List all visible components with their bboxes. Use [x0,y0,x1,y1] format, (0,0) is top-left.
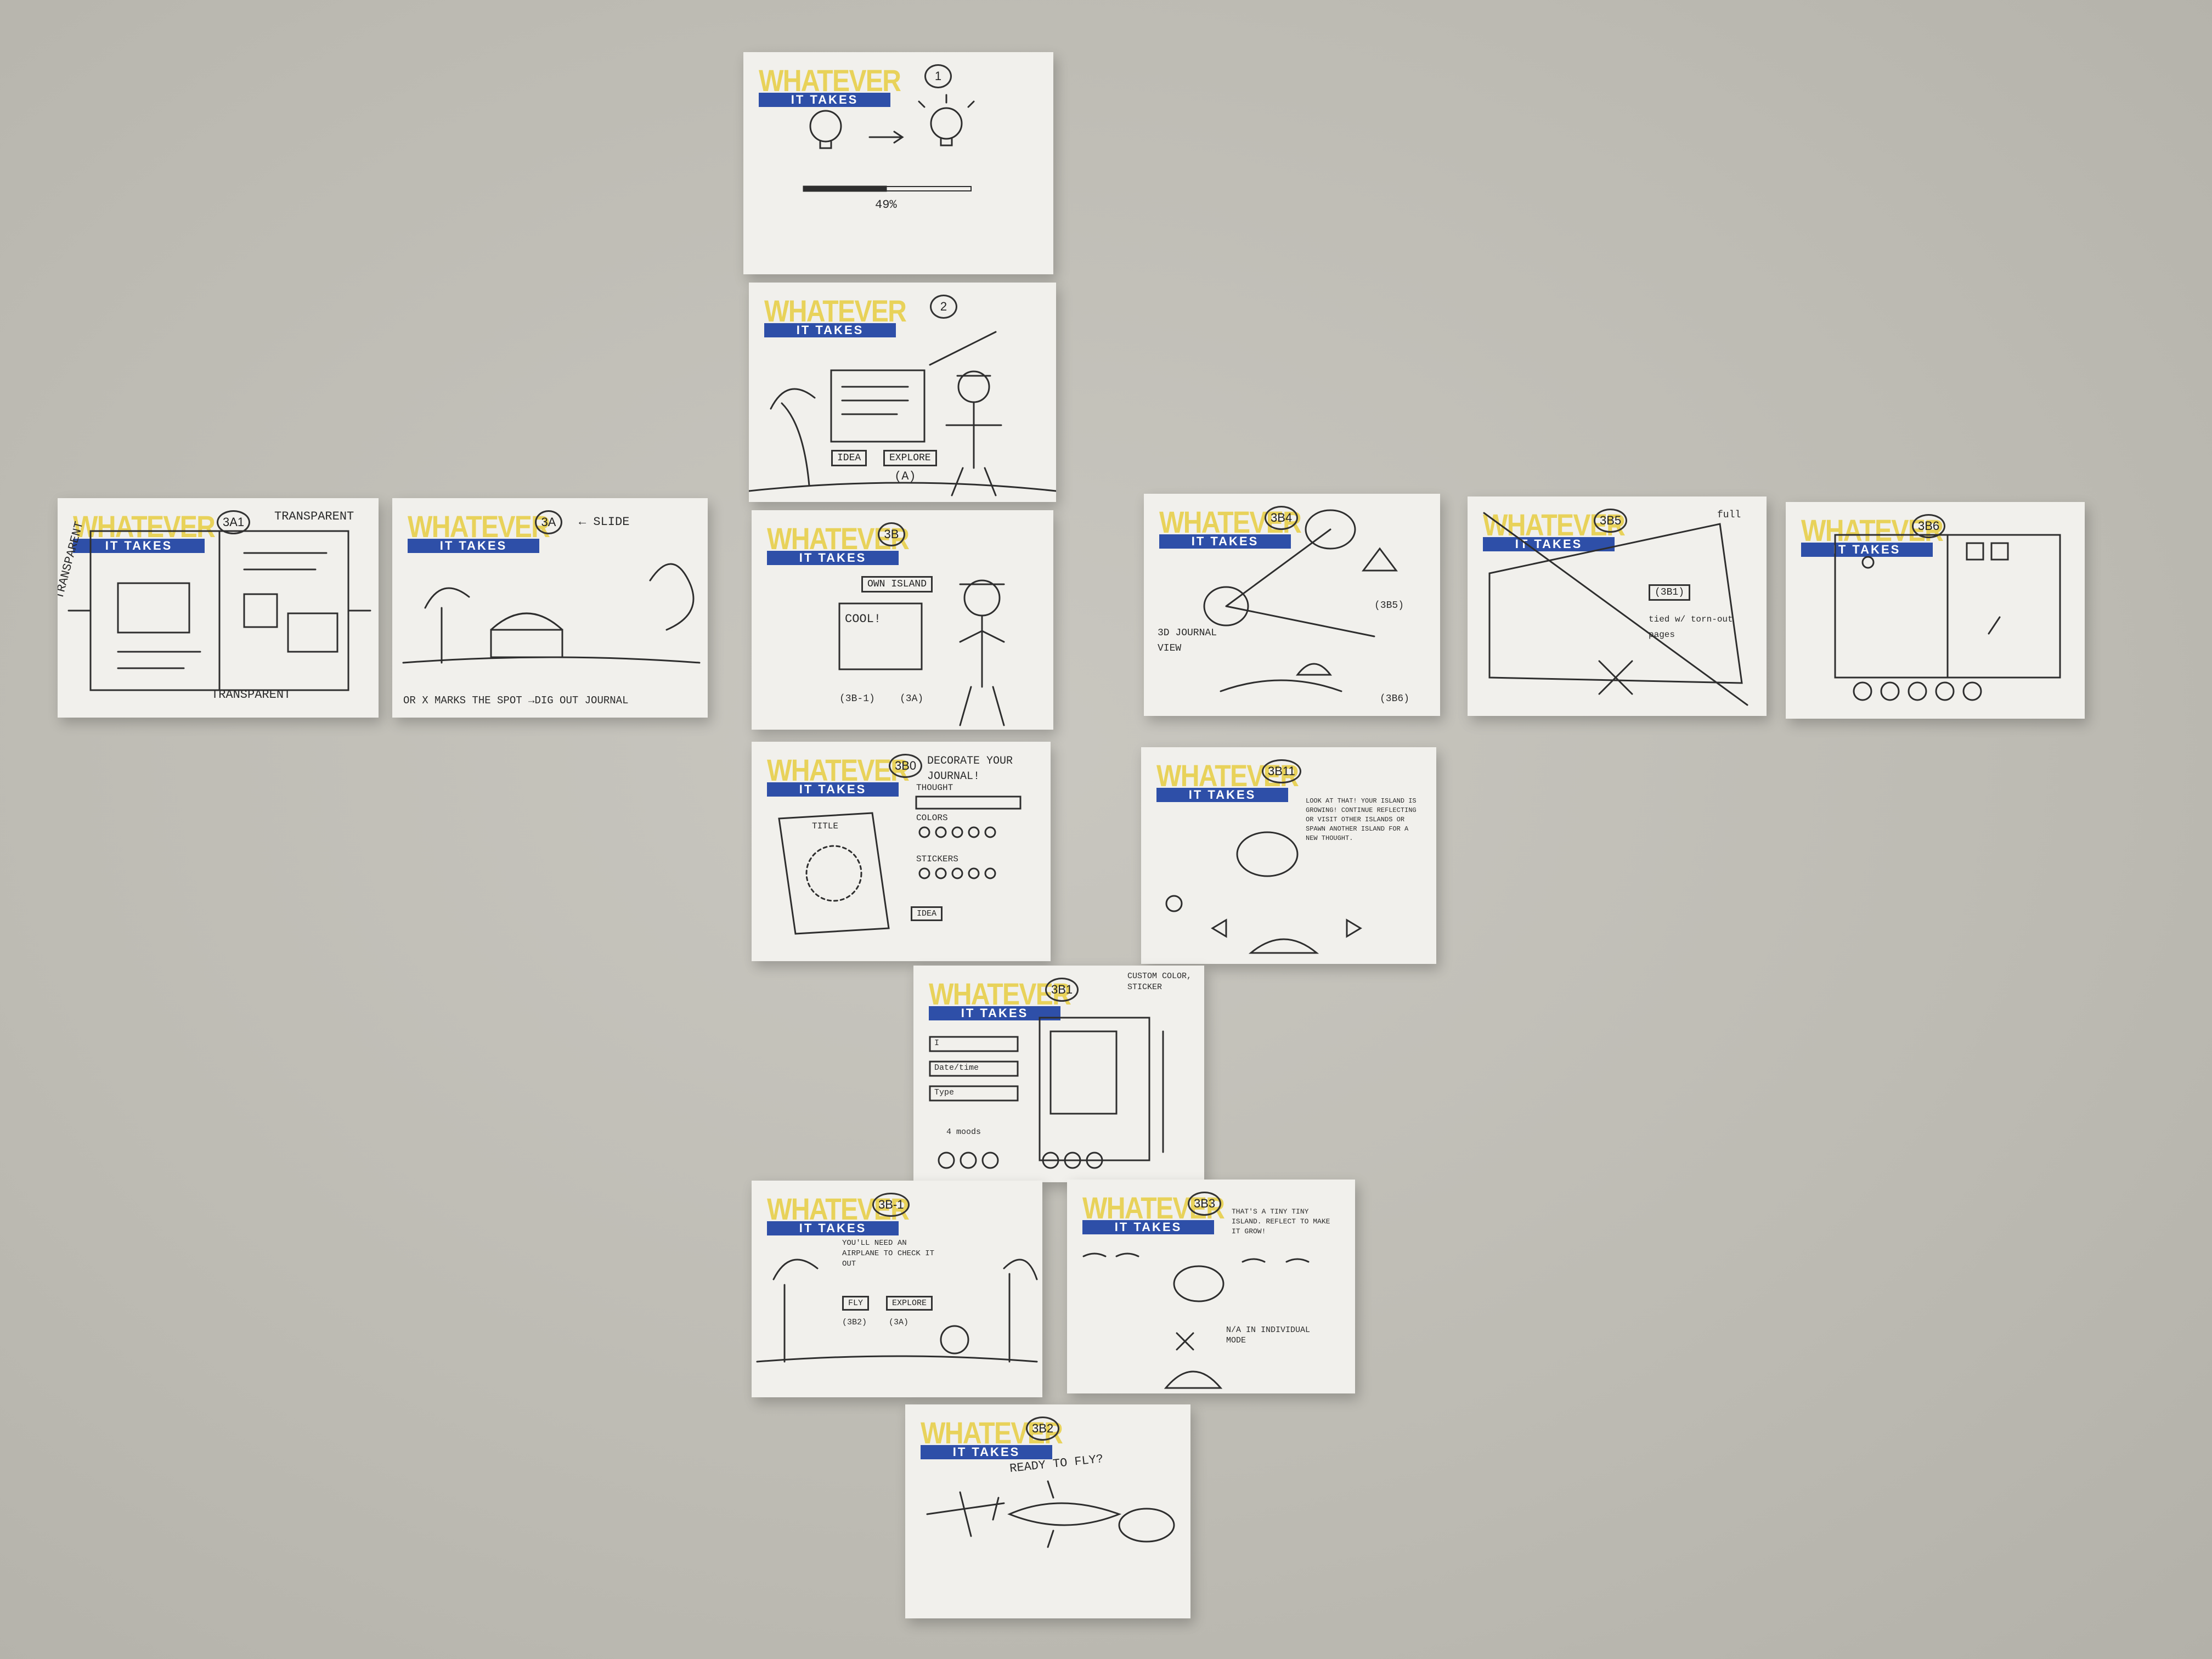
open-journal-sketch [67,530,371,691]
island-scene-sketch [749,331,1056,496]
torn-pages-note: tied w/ torn-out pages [1649,614,1733,640]
small-island-sketch [1165,831,1362,954]
fly-target-label: (3B2) [842,1318,867,1327]
own-island-bubble: OWN ISLAND [861,576,933,592]
explore-button-label[interactable]: (3A) [900,693,924,704]
slide-note: ← SLIDE [579,515,630,529]
decorate-heading: DECORATE YOUR JOURNAL! [927,755,1013,783]
transparent-note-top: TRANSPARENT [274,510,354,523]
card-number: 3A [535,510,562,534]
custom-color-sticker-note: CUSTOM COLOR, STICKER [1127,972,1192,992]
explore-target-label: (A) [894,470,916,483]
lightbulb-sketch-icon [809,94,975,149]
card-number: 3B1 [1045,978,1079,1002]
tiny-island-bubble: THAT'S A TINY TINY ISLAND. REFLECT TO MA… [1232,1207,1330,1235]
card-number: 1 [924,64,952,88]
journal-view-note: 3D JOURNAL VIEW [1158,628,1217,654]
card-number: 3B4 [1265,506,1299,530]
airplanes-sketch [926,1480,1175,1548]
character-sketch [838,579,1005,726]
card-number: 3B6 [1912,514,1946,538]
spawn-button-label[interactable]: (3B-1) [839,693,875,704]
growing-bubble: LOOK AT THAT! YOUR ISLAND IS GROWING! CO… [1306,797,1417,842]
explore-target-label: (3A) [889,1318,909,1327]
explore-button[interactable]: EXPLORE [886,1296,933,1311]
field-thought[interactable]: I [934,1039,940,1048]
card-number: 3B [878,522,905,546]
idea-button[interactable]: IDEA [831,450,867,466]
beach-chest-sketch [402,563,701,664]
cool-line: COOL! [845,612,882,626]
journal-edit-sketch [929,1017,1164,1169]
moods-note: 4 moods [946,1127,981,1137]
perspective-journal-sketch [1483,512,1748,706]
card-number: 3B0 [889,754,923,778]
thought-label: THOUGHT [916,783,953,793]
journal-cover-sketch [778,795,1022,935]
card-number: 3B5 [1594,509,1628,533]
tiny-island-sketch [1082,1252,1310,1389]
colors-label: COLORS [916,813,948,823]
explore-button[interactable]: EXPLORE [883,450,937,466]
idea-button[interactable]: IDEA [911,906,943,921]
airplane-bubble: YOU'LL NEED AN AIRPLANE TO CHECK IT OUT [842,1239,935,1268]
card-number: 3A1 [217,510,251,534]
cover-title-label: TITLE [812,821,839,831]
islands-map-sketch [1203,509,1398,692]
card-caption: OR X MARKS THE SPOT →DIG OUT JOURNAL [403,695,629,707]
field-type[interactable]: Type [934,1088,955,1097]
journal-box-3b1: (3B1) [1649,584,1691,601]
card-number: 3B2 [1026,1417,1060,1441]
fly-button[interactable]: FLY [842,1296,870,1311]
full-note: full [1717,510,1741,521]
na-individual-note: N/A IN INDIVIDUAL MODE [1226,1325,1311,1345]
journal-decorate-sketch [1834,534,2061,701]
link-3b6: (3B6) [1380,693,1410,704]
card-number: 3B3 [1188,1192,1222,1216]
stickers-label: STICKERS [916,854,958,864]
card-number: 3B11 [1262,759,1301,783]
progress-bar [803,185,972,192]
island-shore-sketch [756,1259,1038,1363]
progress-label: 49% [875,198,897,212]
card-number: 2 [930,295,957,319]
link-3b5: (3B5) [1374,600,1404,611]
card-number: 3B-1 [872,1193,910,1217]
field-datetime[interactable]: Date/time [934,1063,979,1073]
